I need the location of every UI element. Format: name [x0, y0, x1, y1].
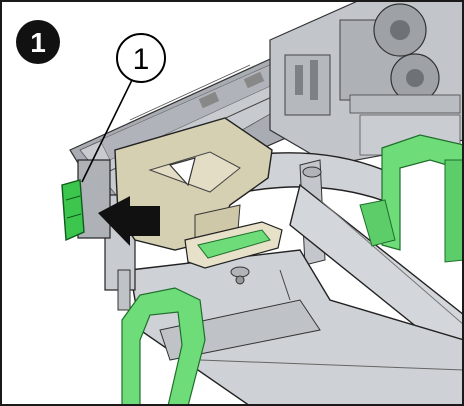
callout-label: 1 [133, 43, 150, 76]
velcro-straps [121, 134, 464, 406]
triangle-cutout [168, 157, 196, 187]
push-arrow-icon [98, 196, 160, 246]
step-number: 1 [30, 27, 46, 58]
server-chassis [269, 0, 464, 166]
connector-release-tab [61, 159, 111, 242]
callout-marker: 1 [81, 33, 166, 183]
numbered-circle-icon: 1 [16, 20, 60, 64]
